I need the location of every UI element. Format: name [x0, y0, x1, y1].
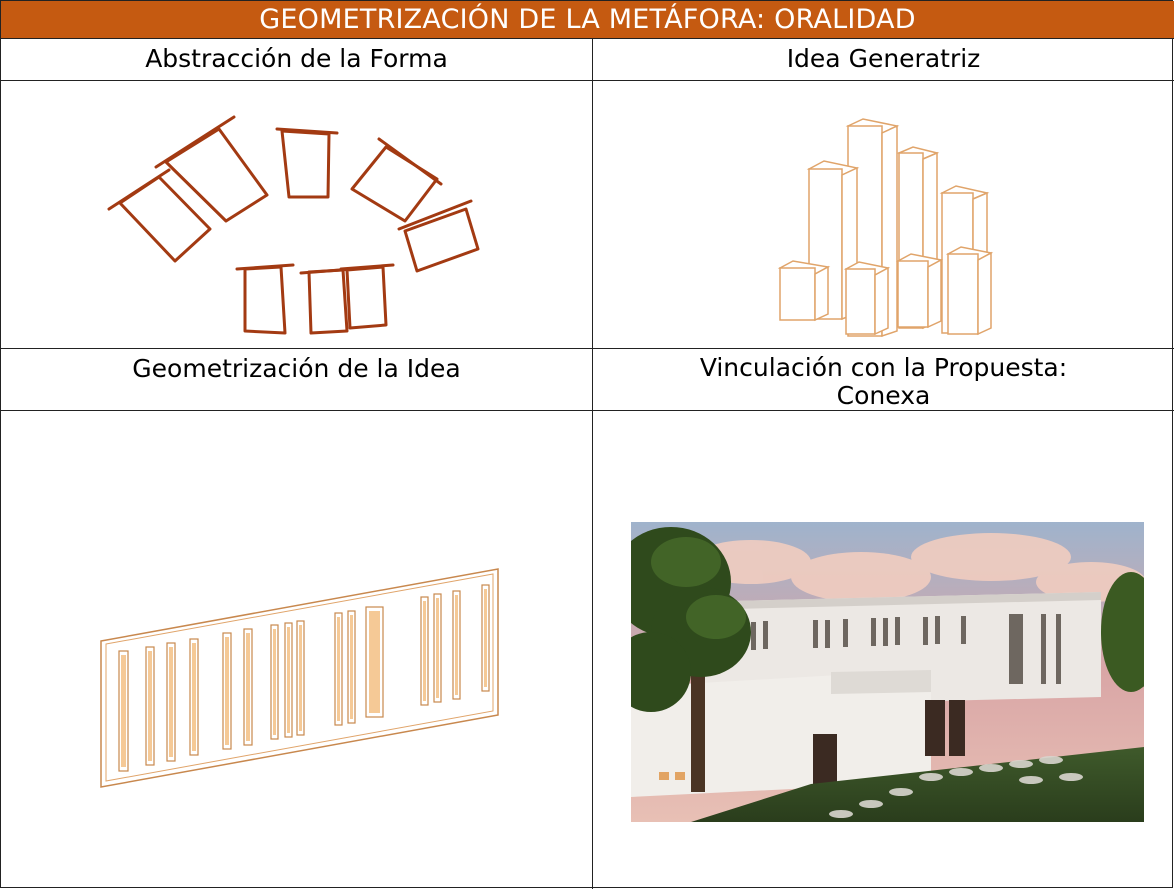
row-divider: [1, 348, 1174, 349]
row-divider-2: [1, 410, 1174, 411]
building-render-image: [631, 522, 1144, 822]
column-divider: [592, 39, 593, 889]
header-abstraction-text: Abstracción de la Forma: [145, 44, 448, 73]
abstraction-sketch-cell: [1, 81, 592, 348]
header-link: Vinculación con la Propuesta: Conexa: [593, 349, 1174, 410]
header-geometrization-text: Geometrización de la Idea: [132, 354, 461, 383]
header-link-text-line1: Vinculación con la Propuesta:: [699, 353, 1068, 382]
header-abstraction: Abstracción de la Forma: [1, 39, 592, 81]
header-geometrization: Geometrización de la Idea: [1, 349, 592, 410]
generative-idea-image: [777, 118, 994, 338]
abstraction-sketch-image: [107, 115, 480, 335]
header-generative-idea: Idea Generatriz: [593, 39, 1174, 81]
geometrization-cell: [1, 411, 592, 889]
header-link-text-line2: Conexa: [836, 381, 931, 410]
header-generative-idea-text: Idea Generatriz: [786, 44, 981, 73]
geometrization-image: [100, 568, 499, 788]
generative-idea-cell: [593, 81, 1174, 348]
table-title: GEOMETRIZACIÓN DE LA METÁFORA: ORALIDAD: [1, 1, 1174, 39]
